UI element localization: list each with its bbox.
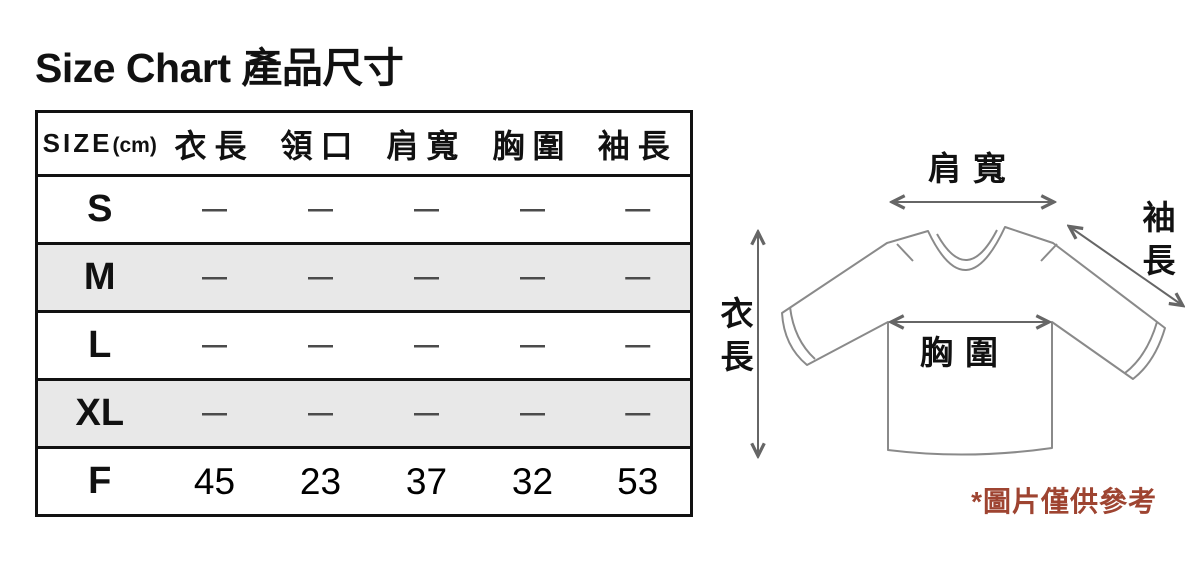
right-shoulder-tick <box>1040 243 1058 262</box>
col-header-neckline: 領口 <box>280 127 361 164</box>
size-row-l: L — — — — — <box>36 310 692 380</box>
col-header-size: SIZE(cm) <box>37 112 162 176</box>
value-cell: 53 <box>585 446 692 516</box>
sleeve-length-label: 袖長 <box>1138 200 1175 286</box>
value-cell: — <box>267 378 374 448</box>
value-cell: — <box>373 174 480 244</box>
value-cell: — <box>373 242 480 312</box>
value-cell: — <box>161 378 268 448</box>
value-cell: 23 <box>267 446 374 516</box>
value-cell: — <box>267 174 374 244</box>
value-cell: — <box>373 310 480 380</box>
value-cell: — <box>161 242 268 312</box>
col-header-chest: 胸圍 <box>492 127 573 164</box>
value-cell: — <box>585 378 692 448</box>
value-cell: — <box>479 174 586 244</box>
chest-label: 胸圍 <box>920 334 1010 371</box>
value-cell: — <box>479 310 586 380</box>
left-cuff-line <box>789 306 816 360</box>
size-row-f: F 45 23 37 32 53 <box>36 446 692 516</box>
col-header-sleeve-length: 袖長 <box>597 127 678 164</box>
size-cell: S <box>36 174 162 244</box>
reference-note: *圖片僅供參考 <box>971 486 1157 517</box>
value-cell: — <box>161 174 268 244</box>
size-cell: F <box>36 446 162 516</box>
size-row-s: S — — — — — <box>36 174 692 244</box>
left-shoulder-tick <box>896 243 914 262</box>
value-cell: — <box>373 378 480 448</box>
value-cell: — <box>479 378 586 448</box>
value-cell: — <box>585 174 692 244</box>
size-row-xl: XL — — — — — <box>36 378 692 448</box>
page-title: Size Chart 產品尺寸 <box>35 45 404 91</box>
size-cell: M <box>36 242 162 312</box>
col-header-garment-length: 衣長 <box>174 127 255 164</box>
right-cuff-line <box>1124 321 1158 374</box>
size-cell: XL <box>36 378 162 448</box>
shoulder-width-label: 肩寬 <box>928 150 1018 187</box>
value-cell: 45 <box>161 446 268 516</box>
value-cell: — <box>267 310 374 380</box>
size-cell: L <box>36 310 162 380</box>
table-header-row: SIZE(cm) 衣長 領口 肩寬 胸圍 袖長 <box>37 112 692 176</box>
col-header-shoulder-width: 肩寬 <box>386 127 467 164</box>
size-table: SIZE(cm) 衣長 領口 肩寬 胸圍 袖長 S — — — — — M — … <box>35 110 693 517</box>
value-cell: — <box>585 310 692 380</box>
collar-inner-line <box>936 229 998 261</box>
value-cell: — <box>267 242 374 312</box>
value-cell: 32 <box>479 446 586 516</box>
garment-length-label: 衣長 <box>716 296 753 382</box>
value-cell: — <box>161 310 268 380</box>
shirt-diagram-svg <box>700 100 1200 540</box>
size-header-label: SIZE <box>42 128 113 158</box>
value-cell: — <box>585 242 692 312</box>
size-row-m: M — — — — — <box>36 242 692 312</box>
value-cell: 37 <box>373 446 480 516</box>
sleeve-length-arrow <box>1070 227 1182 305</box>
size-header-unit: (cm) <box>112 134 157 157</box>
value-cell: — <box>479 242 586 312</box>
shirt-measurement-diagram: 肩寬 胸圍 衣長 袖長 *圖片僅供參考 <box>700 100 1200 540</box>
